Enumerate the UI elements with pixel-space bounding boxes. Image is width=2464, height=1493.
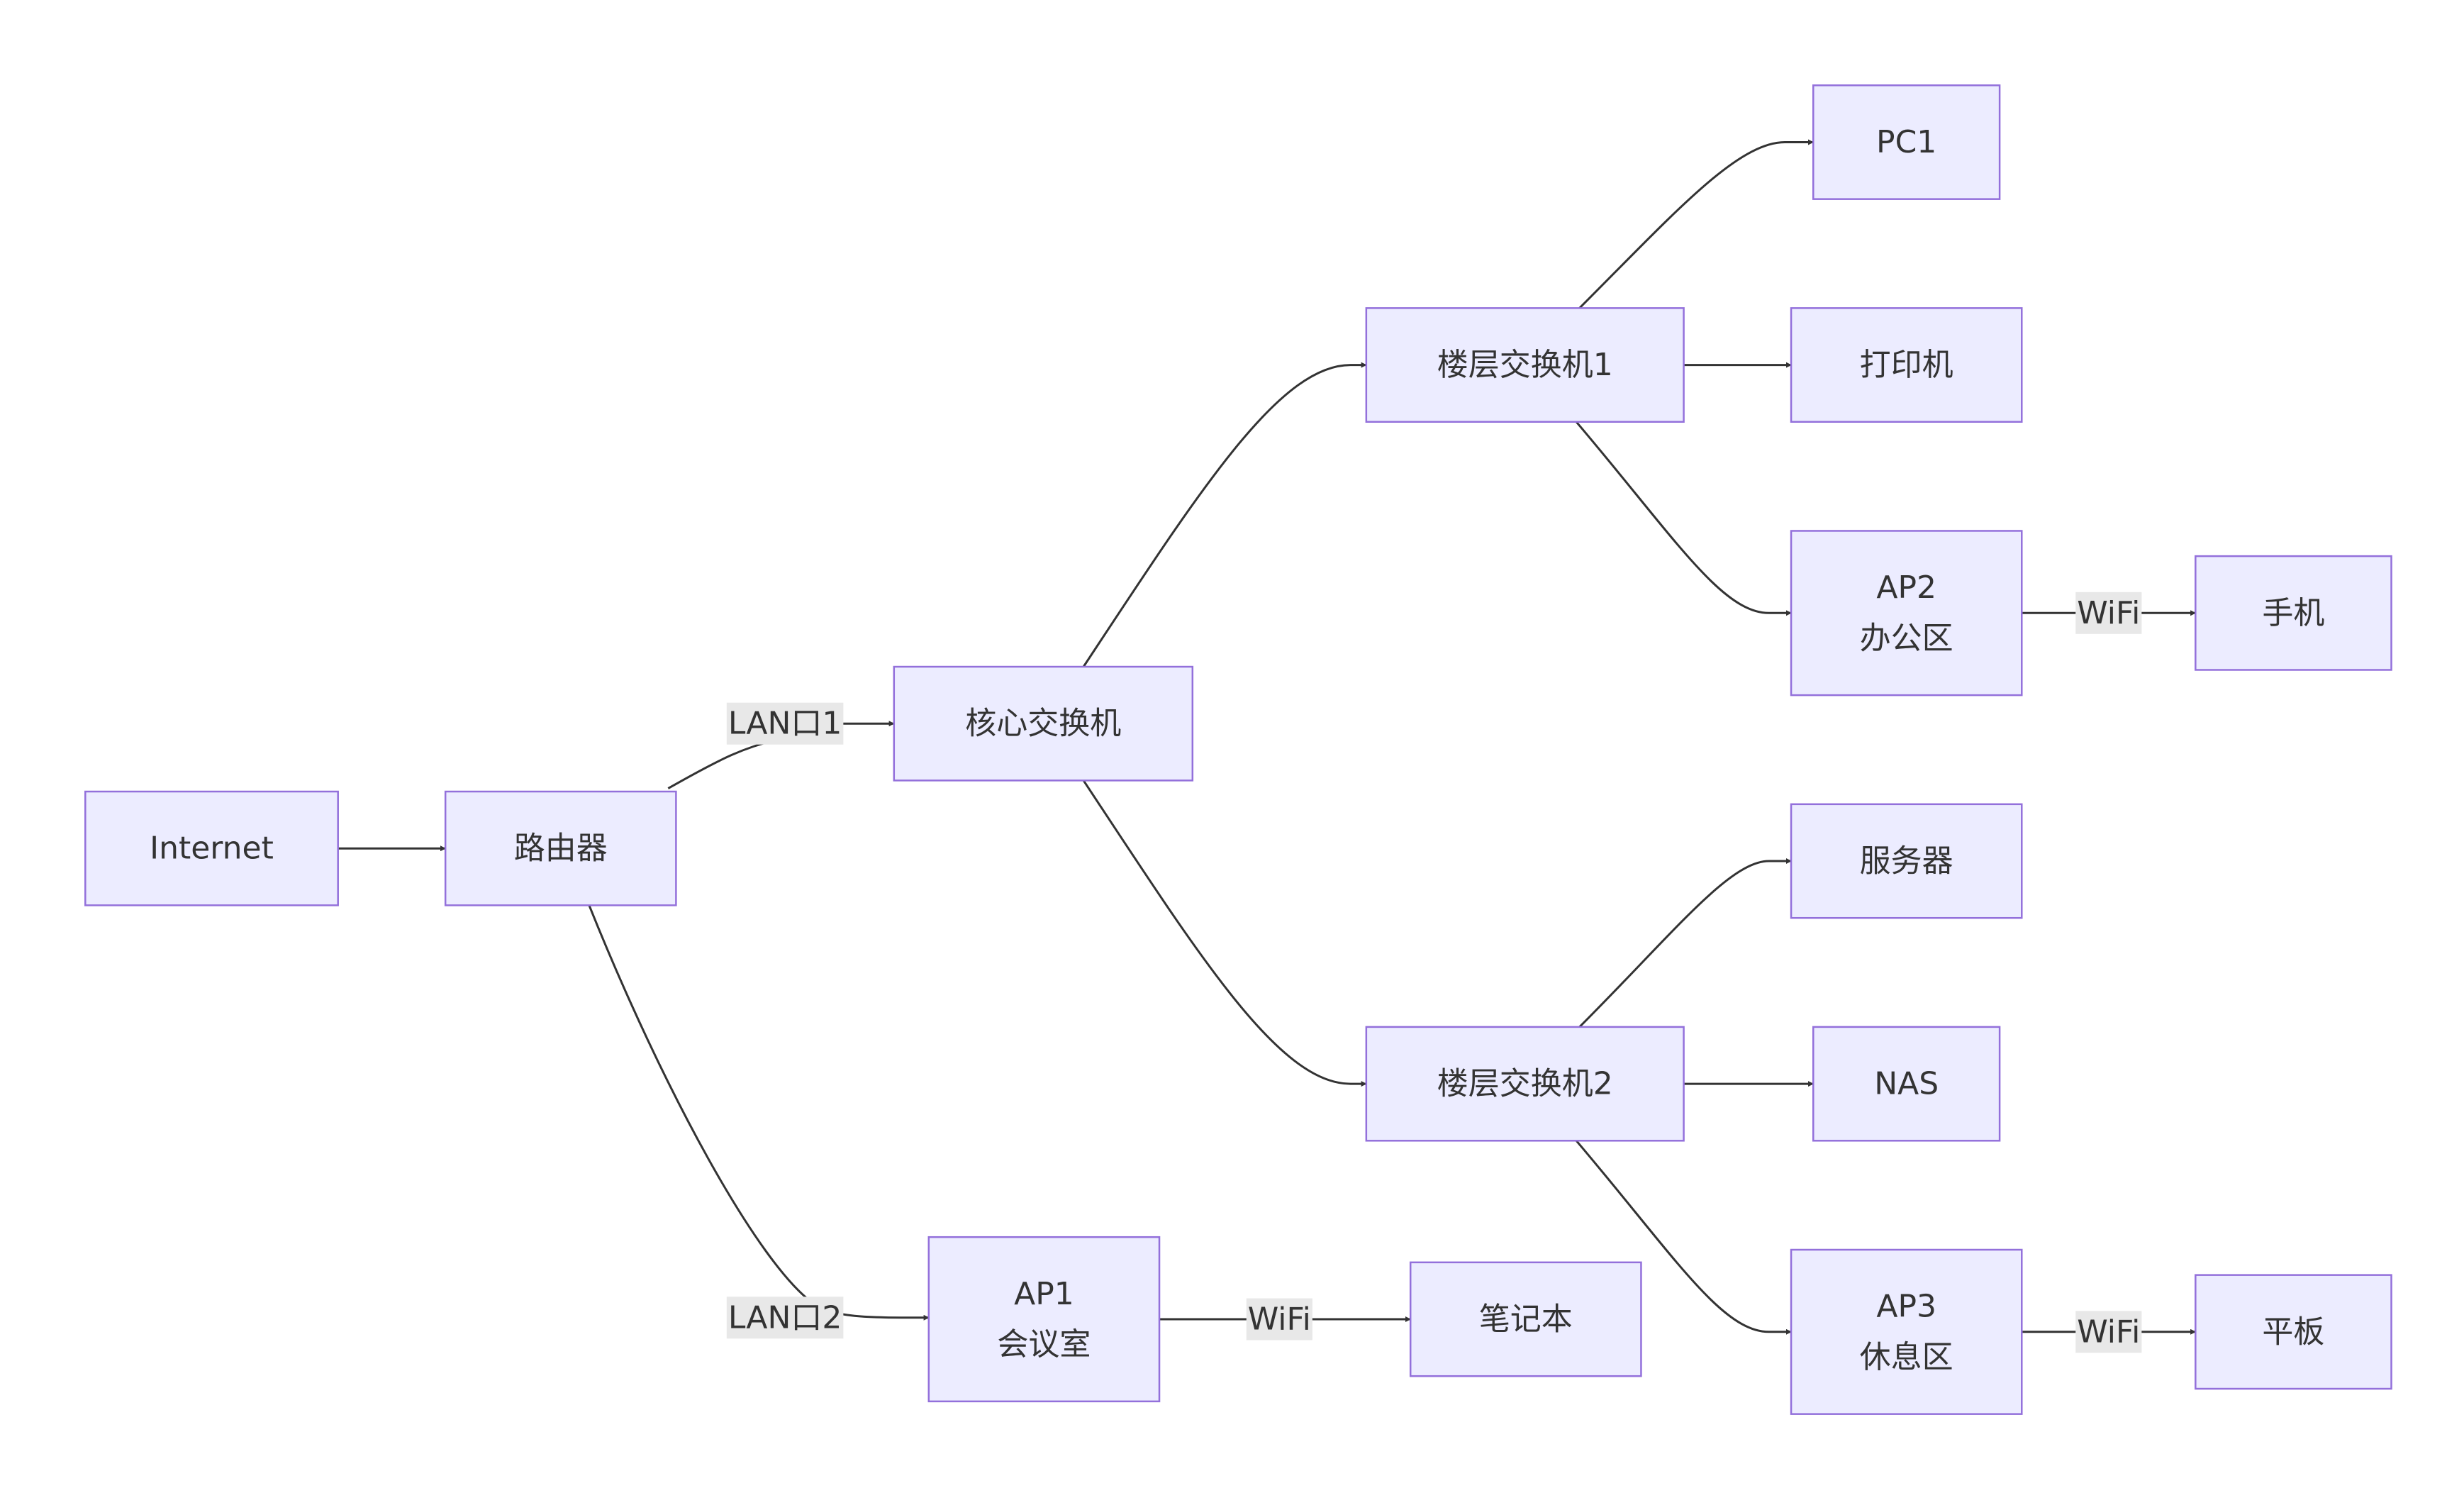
node-box [1365,307,1685,423]
edge-floor_switch_2-to-server [1578,858,1792,1028]
node-phone[interactable]: 手机 [2195,555,2392,671]
edge-label-background [726,1297,844,1339]
node-label: 休息区 [1860,1339,1953,1375]
edge-label-background [2075,592,2142,634]
node-label: AP1 [1014,1276,1074,1312]
node-box [1812,84,2001,200]
edge-label-text: WiFi [1248,1301,1311,1338]
edge-label-text: WiFi [2077,1314,2140,1350]
node-label: 手机 [2262,595,2324,631]
node-router[interactable]: 路由器 [444,790,677,906]
nodes-layer: Internet 路由器 核心交换机 楼层交换机1 楼层交换机2 PC1 打印机 AP2 办公区… [84,84,2392,1415]
node-label: 服务器 [1860,843,1953,879]
edge-label-background [726,702,844,745]
edge-floor_switch_2-to-ap3 [1575,1140,1792,1335]
edge-line [1082,362,1367,667]
edge-core_switch-to-floor_switch_1 [1082,362,1367,667]
edge-line [1578,139,1814,309]
edge-line [1082,779,1367,1087]
edge-line [1575,421,1792,616]
node-floor-switch-2[interactable]: 楼层交换机2 [1365,1026,1685,1142]
node-box [1790,1248,2023,1415]
edge-label: WiFi [2075,1311,2142,1353]
edge-label-text: LAN口2 [728,1299,842,1336]
edge-label-background [1246,1298,1312,1341]
node-box [893,665,1194,782]
node-nas[interactable]: NAS [1812,1026,2001,1142]
node-label: AP3 [1876,1289,1936,1325]
node-box [2195,1274,2392,1390]
node-ap1[interactable]: AP1 会议室 [927,1236,1161,1403]
node-label: AP2 [1876,570,1936,606]
node-box [1409,1261,1642,1377]
node-printer[interactable]: 打印机 [1790,307,2023,423]
edge-floor_switch_1-to-pc1 [1578,139,1814,309]
node-ap3[interactable]: AP3 休息区 [1790,1248,2023,1415]
node-label: Internet [150,831,274,867]
edge-label: LAN口2 [726,1297,844,1339]
node-box [1365,1026,1685,1142]
edge-router-to-ap1 [588,904,930,1321]
edge-line [588,904,930,1321]
node-floor-switch-1[interactable]: 楼层交换机1 [1365,307,1685,423]
node-label: PC1 [1876,124,1936,160]
node-label: 路由器 [514,831,608,867]
edge-line [1578,858,1792,1028]
node-box [1790,530,2023,696]
edge-label-text: WiFi [2077,595,2140,631]
node-tablet[interactable]: 平板 [2195,1274,2392,1390]
node-server[interactable]: 服务器 [1790,803,2023,919]
edge-line [1575,1140,1792,1335]
node-box [444,790,677,906]
edge-label-background [2075,1311,2142,1353]
edge-core_switch-to-floor_switch_2 [1082,779,1367,1087]
edge-label: WiFi [1246,1298,1312,1341]
node-box [927,1236,1161,1403]
node-box [2195,555,2392,671]
node-label: NAS [1874,1066,1939,1102]
node-pc1[interactable]: PC1 [1812,84,2001,200]
node-label: 平板 [2262,1314,2324,1350]
node-label: 楼层交换机1 [1437,347,1613,383]
node-core-switch[interactable]: 核心交换机 [893,665,1194,782]
node-label: 打印机 [1860,347,1953,383]
node-internet[interactable]: Internet [84,790,339,906]
node-label: 办公区 [1860,620,1953,656]
edge-label: WiFi [2075,592,2142,634]
node-box [1790,803,2023,919]
node-box [84,790,339,906]
node-label: 笔记本 [1479,1301,1573,1338]
node-label: 会议室 [997,1326,1091,1362]
edge-label-text: LAN口1 [728,706,842,742]
node-label: 楼层交换机2 [1437,1066,1613,1102]
edge-floor_switch_1-to-ap2 [1575,421,1792,616]
node-laptop[interactable]: 笔记本 [1409,1261,1642,1377]
node-box [1812,1026,2001,1142]
node-ap2[interactable]: AP2 办公区 [1790,530,2023,696]
edge-label: LAN口1 [726,702,844,745]
node-label: 核心交换机 [965,706,1121,742]
node-box [1790,307,2023,423]
